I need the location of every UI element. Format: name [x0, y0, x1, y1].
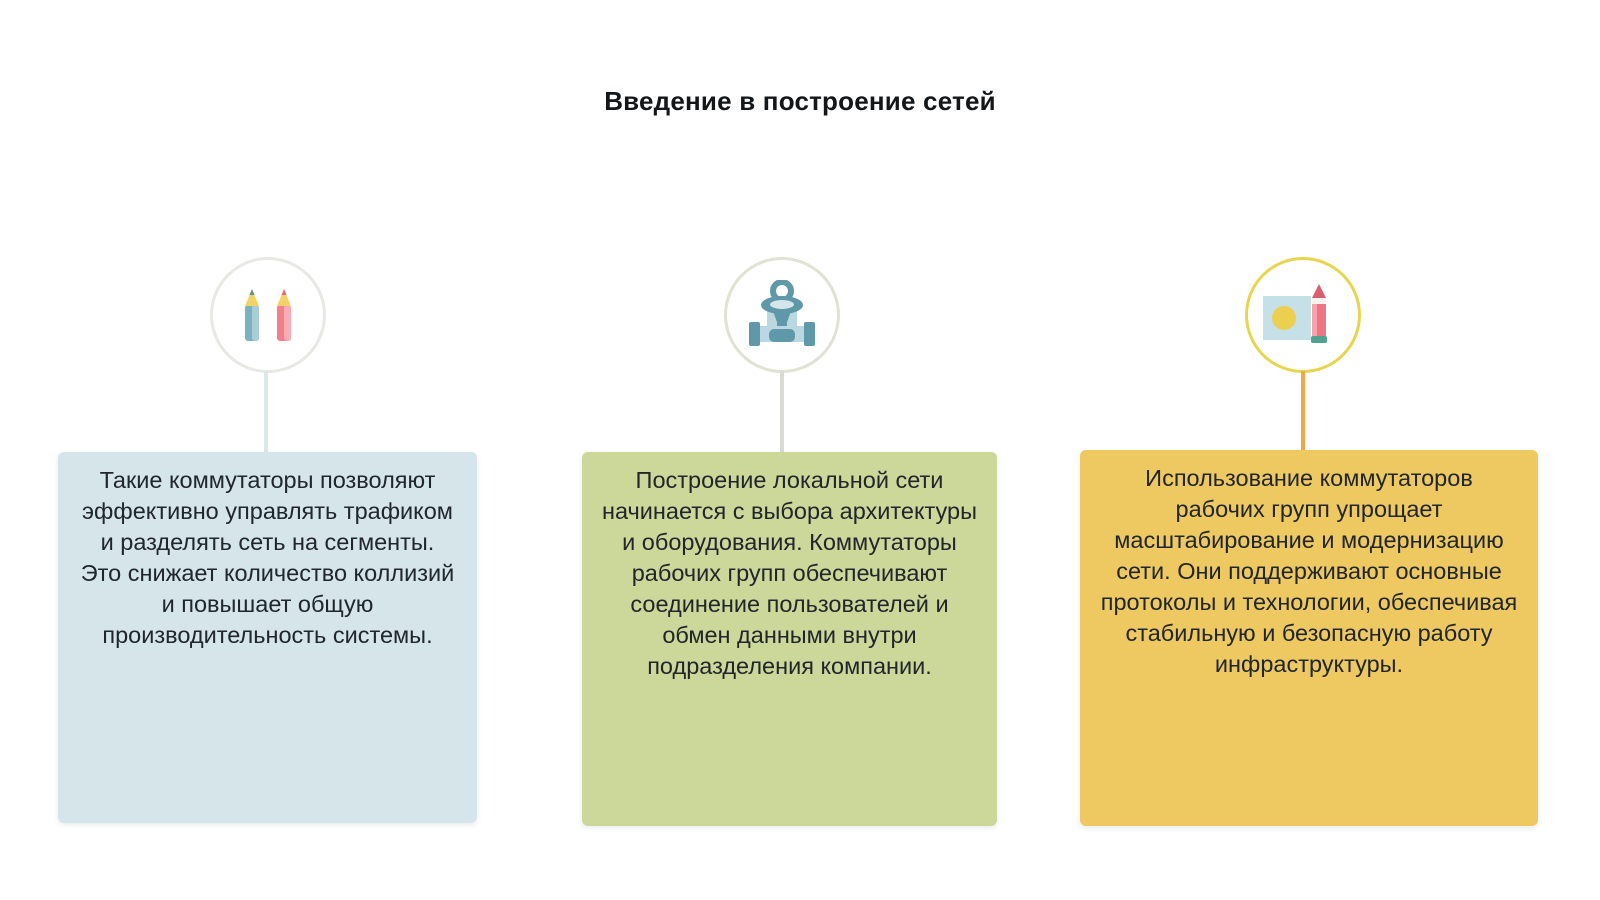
picture-and-pencil-icon [1255, 280, 1351, 350]
icon-circle-3 [1245, 257, 1361, 373]
connector-line-1 [264, 371, 268, 452]
icon-circle-2 [724, 257, 840, 373]
info-card-1: Такие коммутаторы позволяют эффективно у… [58, 452, 477, 823]
info-card-2: Построение локальной сети начинается с в… [582, 452, 997, 826]
colored-pencils-icon [235, 284, 301, 346]
connector-line-3 [1301, 371, 1305, 450]
page-title: Введение в построение сетей [604, 86, 996, 116]
icon-circle-1 [210, 257, 326, 373]
info-card-3: Использование коммутаторов рабочих групп… [1080, 450, 1538, 826]
info-card-3-text: Использование коммутаторов рабочих групп… [1100, 465, 1518, 678]
info-card-1-text: Такие коммутаторы позволяют эффективно у… [80, 467, 455, 649]
info-card-2-text: Построение локальной сети начинается с в… [602, 467, 977, 680]
connector-line-2 [780, 371, 784, 452]
valve-icon [742, 280, 822, 350]
